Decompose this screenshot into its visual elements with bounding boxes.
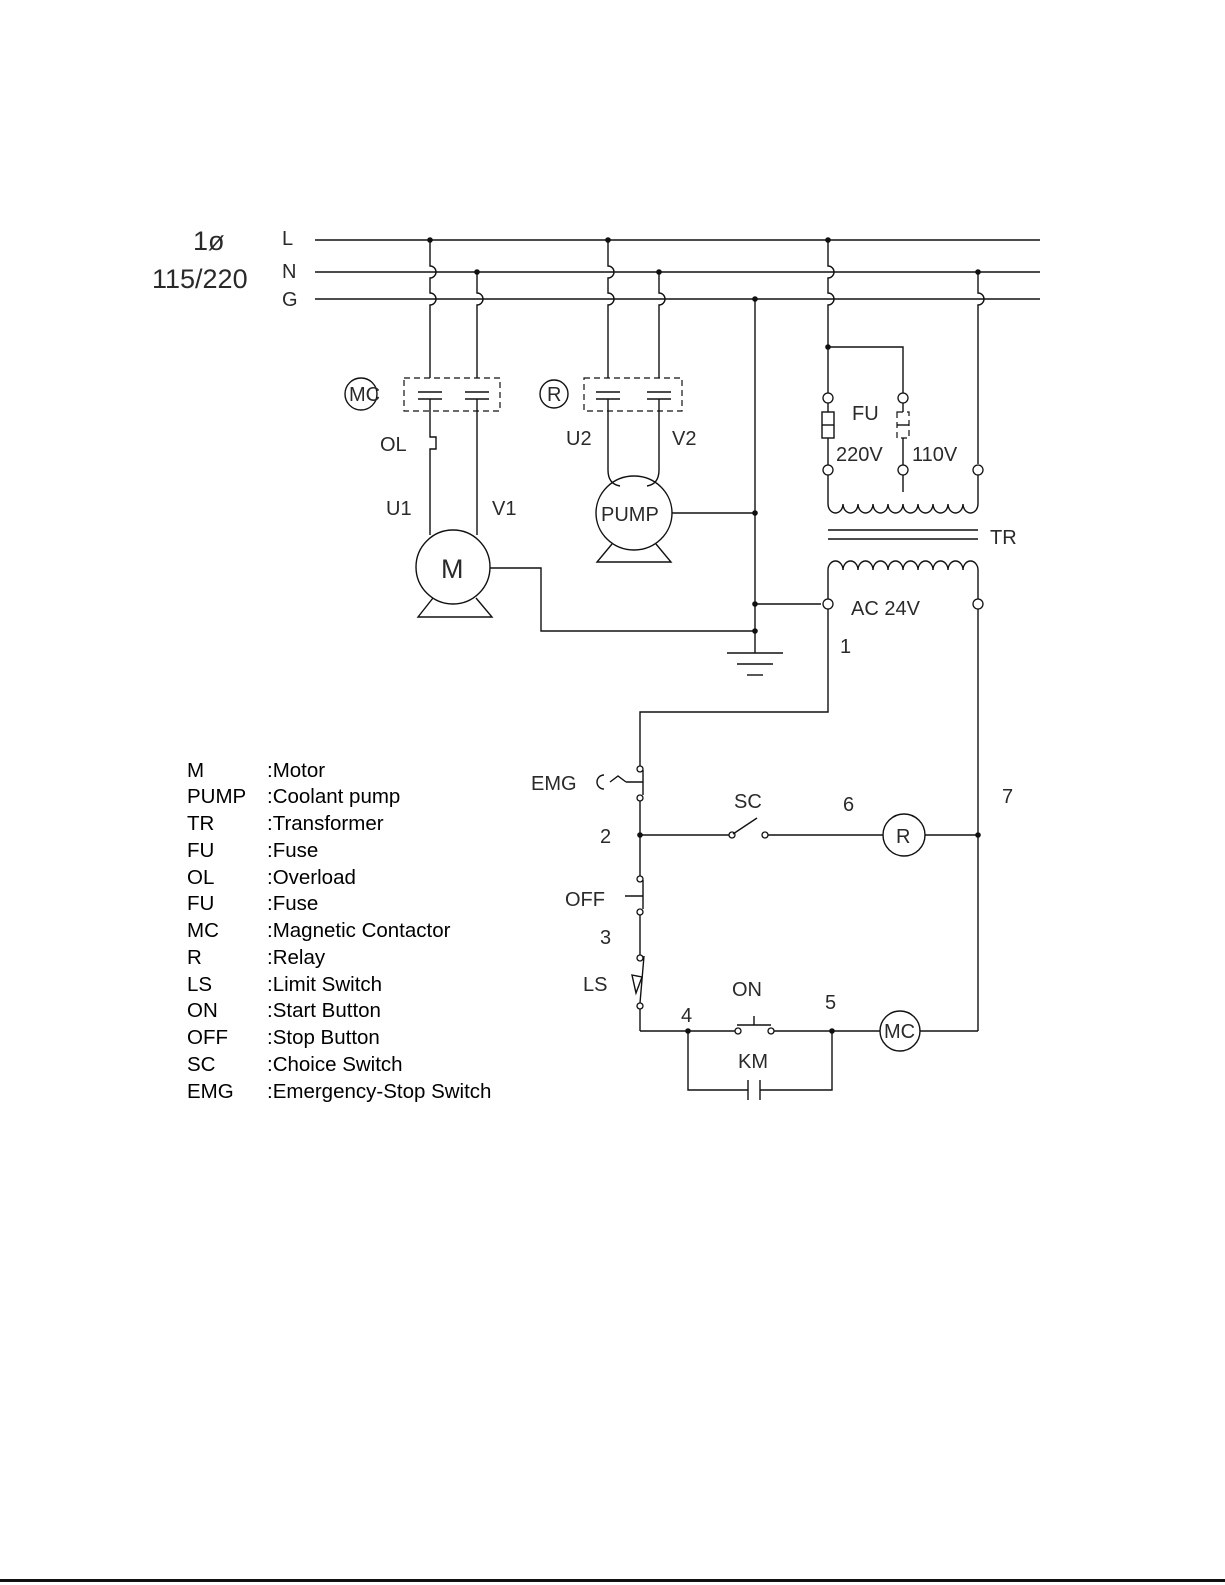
motor-symbol bbox=[415, 529, 491, 605]
legend-desc: :Relay bbox=[267, 946, 326, 969]
km-label: KM bbox=[738, 1051, 768, 1073]
node-2-label: 2 bbox=[600, 826, 611, 848]
legend-code: SC bbox=[187, 1053, 216, 1076]
node-4-label: 4 bbox=[681, 1005, 692, 1027]
legend-code: EMG bbox=[187, 1080, 234, 1103]
control-circuit bbox=[596, 609, 981, 1100]
mc-contact-box bbox=[403, 377, 501, 412]
legend-desc: :Overload bbox=[267, 866, 356, 889]
pump-branch bbox=[583, 237, 755, 563]
ls-switch bbox=[639, 955, 645, 1004]
legend-desc: :Magnetic Contactor bbox=[267, 919, 451, 942]
legend-code: ON bbox=[187, 999, 218, 1022]
u2-label: U2 bbox=[566, 428, 592, 450]
line-l-label: L bbox=[282, 228, 293, 250]
v1-label: V1 bbox=[492, 498, 516, 520]
legend-desc: :Motor bbox=[267, 759, 325, 782]
legend-code: OFF bbox=[187, 1026, 228, 1049]
v220-label: 220V bbox=[836, 444, 883, 466]
node-3-label: 3 bbox=[600, 927, 611, 949]
on-label: ON bbox=[732, 979, 762, 1001]
emg-label: EMG bbox=[531, 773, 577, 795]
legend-code: FU bbox=[187, 839, 214, 862]
v2-label: V2 bbox=[672, 428, 696, 450]
mc-symbol-label: MC bbox=[349, 384, 380, 406]
off-label: OFF bbox=[565, 889, 605, 911]
ls-label: LS bbox=[583, 974, 607, 996]
legend: M :Motor PUMP :Coolant pump TR :Transfor… bbox=[187, 759, 491, 1103]
legend-desc: :Emergency-Stop Switch bbox=[267, 1080, 491, 1103]
legend-code: LS bbox=[187, 973, 212, 996]
legend-desc: :Transformer bbox=[267, 812, 384, 835]
legend-code: OL bbox=[187, 866, 214, 889]
ground-symbol bbox=[727, 296, 821, 676]
ac24-label: AC 24V bbox=[851, 598, 921, 620]
legend-code: R bbox=[187, 946, 202, 969]
line-g-label: G bbox=[282, 289, 298, 311]
sc-label: SC bbox=[734, 791, 762, 813]
transformer bbox=[821, 237, 985, 610]
legend-desc: :Choice Switch bbox=[267, 1053, 403, 1076]
node-1-label: 1 bbox=[840, 636, 851, 658]
relay-coil-label: R bbox=[896, 826, 910, 848]
pump-label: PUMP bbox=[601, 504, 659, 526]
line-n-label: N bbox=[282, 261, 296, 283]
v110-label: 110V bbox=[912, 444, 958, 466]
legend-desc: :Coolant pump bbox=[267, 785, 400, 808]
fu-label: FU bbox=[852, 403, 879, 425]
u1-label: U1 bbox=[386, 498, 412, 520]
r-symbol-label: R bbox=[547, 384, 561, 406]
sc-switch bbox=[732, 817, 758, 835]
ol-label: OL bbox=[380, 434, 407, 456]
voltage-label: 115/220 bbox=[152, 264, 248, 294]
legend-desc: :Fuse bbox=[267, 839, 318, 862]
tr-label: TR bbox=[990, 527, 1017, 549]
mc-symbol bbox=[344, 377, 378, 411]
r-contact-box bbox=[583, 377, 683, 412]
r-symbol bbox=[539, 379, 569, 409]
mc-coil-label: MC bbox=[884, 1021, 915, 1043]
legend-code: M bbox=[187, 759, 204, 782]
legend-code: FU bbox=[187, 892, 214, 915]
legend-code: MC bbox=[187, 919, 219, 942]
legend-code: PUMP bbox=[187, 785, 246, 808]
supply-rails bbox=[315, 239, 1040, 300]
motor-branch bbox=[403, 237, 755, 632]
node-5-label: 5 bbox=[825, 992, 836, 1014]
bottom-rule bbox=[0, 1579, 1225, 1582]
emg-actuator bbox=[609, 775, 643, 783]
motor-label: M bbox=[441, 554, 464, 584]
node-7-label: 7 bbox=[1002, 786, 1013, 808]
legend-desc: :Limit Switch bbox=[267, 973, 382, 996]
legend-desc: :Start Button bbox=[267, 999, 381, 1022]
legend-desc: :Fuse bbox=[267, 892, 318, 915]
node-6-label: 6 bbox=[843, 794, 854, 816]
legend-code: TR bbox=[187, 812, 214, 835]
phase-label: 1ø bbox=[193, 226, 225, 256]
legend-desc: :Stop Button bbox=[267, 1026, 380, 1049]
